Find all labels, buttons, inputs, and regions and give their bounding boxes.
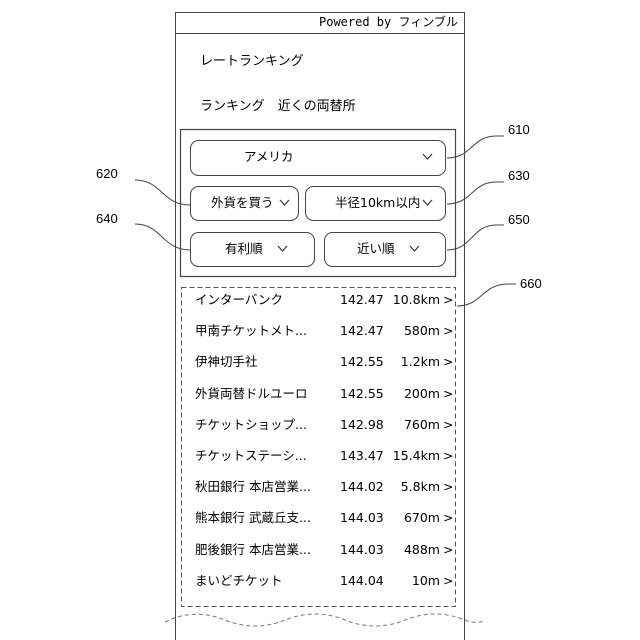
chevron-right-icon: >: [443, 544, 453, 557]
leader-640: [135, 224, 190, 250]
leader-660: [457, 284, 516, 306]
shop-name: 伊神切手社: [195, 356, 258, 369]
distance: 15.4km: [393, 450, 440, 463]
exchange-rate: 142.47: [340, 325, 384, 338]
exchange-rate: 142.47: [340, 294, 384, 307]
page-subtitle: ランキング 近くの両替所: [200, 100, 356, 113]
chevron-right-icon: >: [443, 512, 453, 525]
trade-select-value: 外貨を買う: [211, 197, 274, 210]
leader-620: [135, 180, 190, 205]
reference-numeral-650: 650: [508, 213, 530, 226]
reference-numeral-630: 630: [508, 169, 530, 182]
sort-distance-select-value: 近い順: [357, 243, 395, 256]
exchange-rate: 144.04: [340, 575, 384, 588]
reference-numeral-610: 610: [508, 123, 530, 136]
powered-by-text: Powered by フィンブル: [319, 16, 458, 28]
reference-numeral-640: 640: [96, 212, 118, 225]
chevron-right-icon: >: [443, 356, 453, 369]
exchange-rate: 142.98: [340, 419, 384, 432]
chevron-right-icon: >: [443, 388, 453, 401]
distance: 200m: [404, 388, 440, 401]
radius-select-value: 半径10km以内: [335, 197, 420, 210]
distance: 5.8km: [401, 481, 440, 494]
exchange-rate: 144.03: [340, 544, 384, 557]
chevron-right-icon: >: [443, 325, 453, 338]
exchange-rate: 144.02: [340, 481, 384, 494]
shop-name: チケットショップ...: [195, 419, 307, 432]
exchange-rate: 142.55: [340, 388, 384, 401]
chevron-right-icon: >: [443, 575, 453, 588]
shop-name: 熊本銀行 武蔵丘支...: [195, 512, 311, 525]
shop-name: 秋田銀行 本店営業...: [195, 481, 311, 494]
shop-name: チケットステーシ...: [195, 450, 307, 463]
exchange-rate: 143.47: [340, 450, 384, 463]
shop-name: 肥後銀行 本店営業...: [195, 544, 311, 557]
shop-name: まいどチケット: [195, 575, 283, 588]
shop-name: 甲南チケットメト...: [195, 325, 307, 338]
distance: 760m: [404, 419, 440, 432]
currency-select[interactable]: [190, 140, 446, 176]
distance: 10.8km: [393, 294, 440, 307]
chevron-right-icon: >: [443, 419, 453, 432]
chevron-right-icon: >: [443, 481, 453, 494]
reference-numeral-660: 660: [520, 277, 542, 290]
exchange-rate: 144.03: [340, 512, 384, 525]
distance: 580m: [404, 325, 440, 338]
distance: 10m: [412, 575, 440, 588]
shop-name: インターバンク: [195, 294, 283, 307]
reference-numeral-620: 620: [96, 167, 118, 180]
shop-name: 外貨両替ドルユーロ: [195, 388, 308, 401]
distance: 488m: [404, 544, 440, 557]
page-title: レートランキング: [200, 55, 304, 68]
sort-rate-select-value: 有利順: [225, 243, 263, 256]
currency-select-value: アメリカ: [244, 151, 293, 164]
distance: 670m: [404, 512, 440, 525]
chevron-right-icon: >: [443, 450, 453, 463]
chevron-right-icon: >: [443, 294, 453, 307]
distance: 1.2km: [401, 356, 440, 369]
break-line: [165, 614, 484, 626]
exchange-rate: 142.55: [340, 356, 384, 369]
